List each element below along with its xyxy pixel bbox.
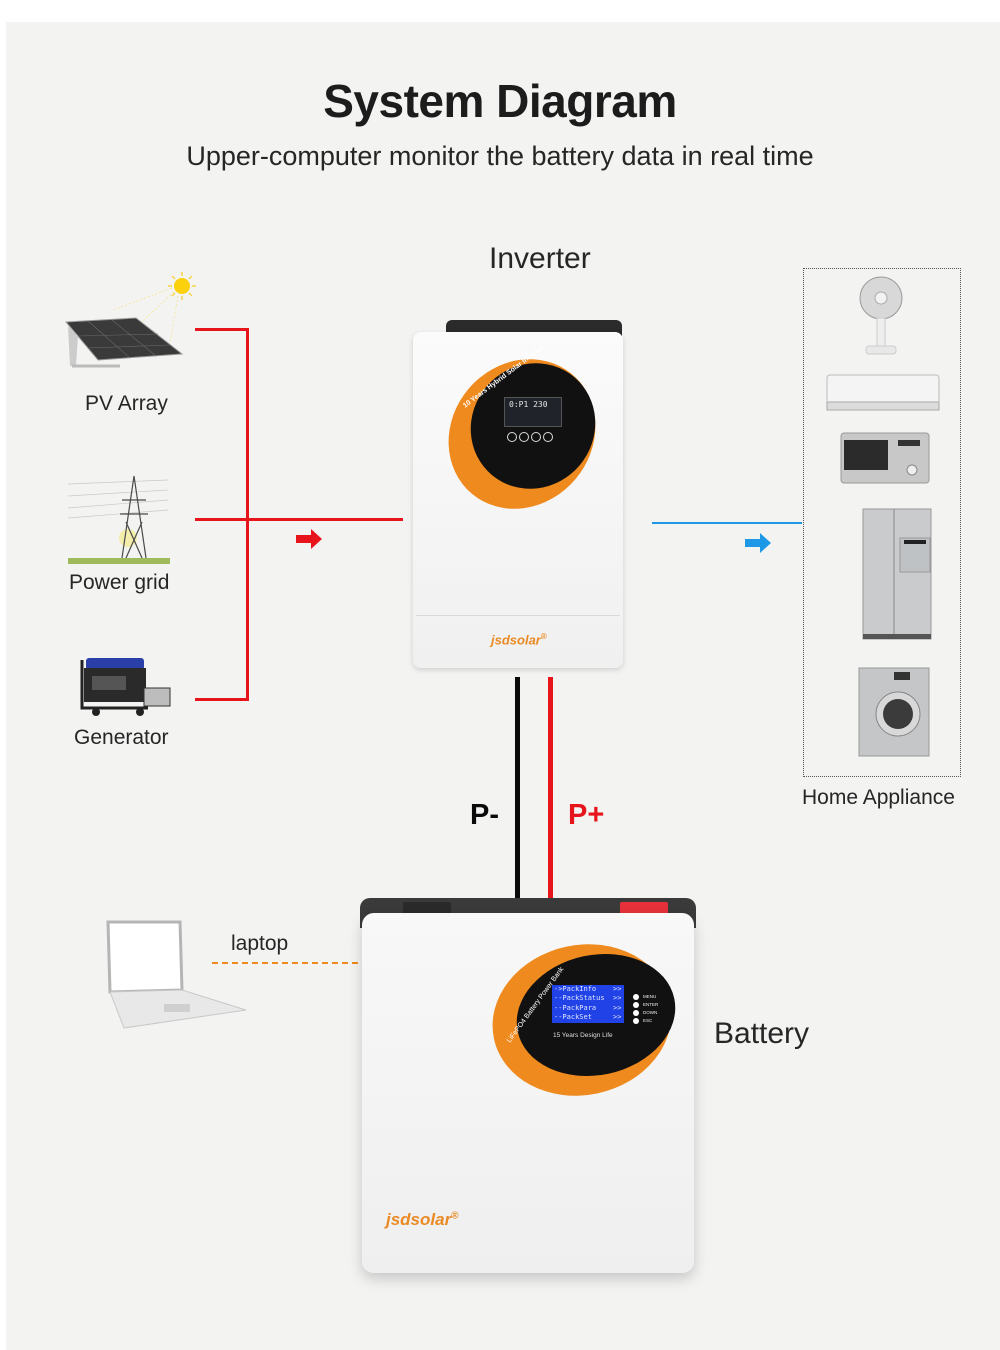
battery-menu-label: MENU [643, 994, 657, 999]
input-arrow-icon [296, 529, 322, 549]
battery-esc-button[interactable] [633, 1018, 639, 1024]
power-grid-label: Power grid [69, 571, 170, 594]
inverter-brand-text: jsdsolar [491, 632, 541, 648]
inverter-up-button[interactable] [519, 432, 529, 442]
inverter-lcd-display: 0:P1 230 [504, 397, 562, 427]
battery-esc-label: ESC [643, 1018, 653, 1023]
washing-machine-icon [858, 667, 930, 757]
menu-item-pack-para[interactable]: --PackPara >> [554, 1003, 622, 1012]
laptop-icon [106, 920, 247, 1029]
inverter-enter-button[interactable] [543, 432, 553, 442]
generator-label: Generator [74, 726, 169, 749]
output-line [652, 522, 802, 524]
pv-connector-line [195, 328, 249, 331]
menu-item-pack-status[interactable]: --PackStatus >> [554, 994, 622, 1003]
microwave-icon [840, 432, 930, 484]
sun-icon [112, 272, 196, 343]
solar-panel-icon [64, 272, 196, 368]
grid-to-inverter-line [195, 518, 403, 521]
battery-negative-terminal [403, 902, 451, 914]
battery-enter-button[interactable] [633, 1002, 639, 1008]
power-tower-icon [68, 475, 170, 564]
battery-down-button[interactable] [633, 1010, 639, 1016]
inverter-back-button[interactable] [507, 432, 517, 442]
page-title: System Diagram [323, 75, 677, 127]
home-appliance-label: Home Appliance [802, 786, 955, 809]
battery-brand-text: jsdsolar [386, 1210, 452, 1229]
refrigerator-icon [862, 508, 932, 640]
negative-label: P- [470, 799, 499, 831]
battery-enter-label: ENTER [643, 1002, 659, 1007]
battery-positive-terminal [620, 902, 668, 914]
battery-brand-logo: jsdsolar® [386, 1210, 459, 1230]
negative-cable [515, 677, 520, 912]
battery-menu-button[interactable] [633, 994, 639, 1000]
inverter-label: Inverter [489, 242, 591, 275]
generator-icon [80, 658, 171, 716]
generator-connector-line [195, 698, 249, 701]
input-bus-vertical [246, 328, 249, 701]
positive-label: P+ [568, 799, 605, 831]
fan-icon [859, 276, 903, 355]
menu-item-pack-info[interactable]: ->PackInfo >> [554, 985, 622, 993]
battery-design-life: 15 Years Design Life [553, 1032, 613, 1039]
air-conditioner-icon [826, 374, 940, 411]
page-subtitle: Upper-computer monitor the battery data … [186, 141, 814, 171]
home-appliance-group [803, 268, 961, 777]
inverter-down-button[interactable] [531, 432, 541, 442]
inverter-trademark: ® [540, 632, 547, 641]
pv-array-label: PV Array [85, 392, 168, 415]
inverter-divider [416, 615, 620, 616]
laptop-data-link [212, 962, 358, 964]
menu-item-pack-set[interactable]: --PackSet >> [554, 1012, 622, 1021]
laptop-label: laptop [231, 932, 289, 955]
battery-trademark: ® [451, 1210, 459, 1222]
battery-down-label: DOWN [643, 1010, 658, 1015]
inverter-brand-logo: jsdsolar® [491, 632, 547, 647]
positive-cable [548, 677, 553, 912]
output-arrow-icon [745, 533, 771, 553]
battery-lcd-menu: ->PackInfo >> --PackStatus >> --PackPara… [552, 985, 624, 1023]
battery-label: Battery [714, 1017, 810, 1050]
